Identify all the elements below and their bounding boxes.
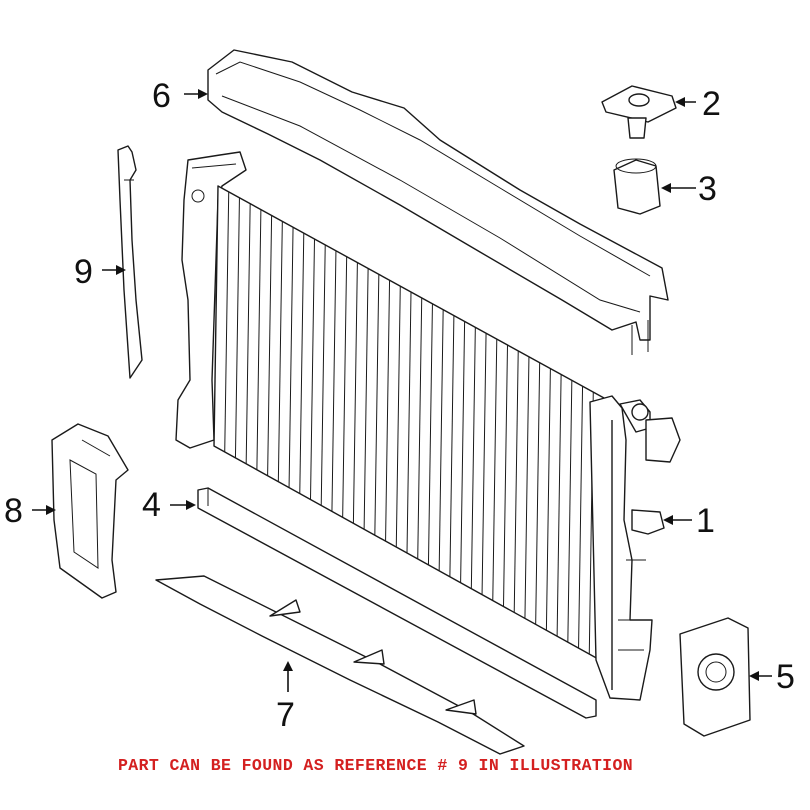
radiator-fin: [299, 233, 305, 494]
callout-2: 2: [702, 85, 721, 123]
radiator-fin: [578, 386, 584, 649]
radiator-fin: [256, 209, 262, 470]
part-2-upper-mount: [601, 85, 677, 139]
radiator-fin: [288, 227, 294, 488]
radiator-fin: [406, 291, 412, 554]
callout-1: 1: [696, 502, 715, 540]
radiator-fin: [395, 286, 401, 548]
callout-4: 4: [142, 486, 161, 524]
callout-3: 3: [698, 170, 717, 208]
radiator-fin: [545, 368, 551, 631]
radiator-fin: [567, 380, 573, 643]
radiator-fin: [481, 333, 487, 595]
radiator-fin: [503, 344, 508, 607]
radiator-fin: [449, 315, 455, 577]
radiator-fin: [427, 303, 433, 565]
part-8-side-guide: [51, 423, 129, 599]
callout-numbers: 1 2 3 4 5 6 7 8 9: [4, 77, 795, 734]
radiator-fin: [385, 280, 391, 542]
radiator-fin: [224, 191, 230, 452]
radiator-fin: [374, 274, 380, 536]
part-5-bracket: [679, 617, 751, 737]
part-1-radiator: [175, 151, 681, 701]
part-4-lower-seal: [197, 487, 597, 719]
radiator-fin: [556, 374, 562, 637]
part-6-upper-deflector: [207, 49, 669, 355]
radiator-fin: [245, 203, 251, 464]
radiator-fin: [438, 309, 444, 571]
radiator-fin: [417, 297, 423, 559]
radiator-fin: [524, 356, 530, 619]
radiator-fins: [224, 191, 594, 655]
radiator-fin: [470, 327, 476, 589]
part-9-side-seal: [117, 145, 143, 379]
radiator-fin: [342, 256, 348, 518]
callout-8: 8: [4, 492, 23, 530]
radiator-fin: [277, 221, 283, 482]
radiator-fin: [310, 238, 315, 500]
radiator-fin: [535, 362, 541, 625]
radiator-fin: [234, 197, 240, 458]
callout-leaders: [32, 89, 772, 692]
radiator-fin: [363, 268, 369, 530]
part-7-lower-deflector: [155, 575, 525, 755]
callout-7: 7: [276, 696, 295, 734]
radiator-fin: [492, 339, 498, 601]
callout-5: 5: [776, 658, 795, 696]
radiator-fin: [352, 262, 358, 524]
reference-caption: PART CAN BE FOUND AS REFERENCE # 9 IN IL…: [118, 756, 633, 775]
callout-6: 6: [152, 77, 171, 115]
radiator-fin: [331, 250, 337, 512]
radiator-fin: [513, 350, 519, 613]
radiator-fin: [267, 215, 273, 476]
radiator-fin: [460, 321, 466, 583]
callout-9: 9: [74, 253, 93, 291]
part-3-insulator: [613, 158, 661, 215]
radiator-fin: [320, 244, 326, 506]
